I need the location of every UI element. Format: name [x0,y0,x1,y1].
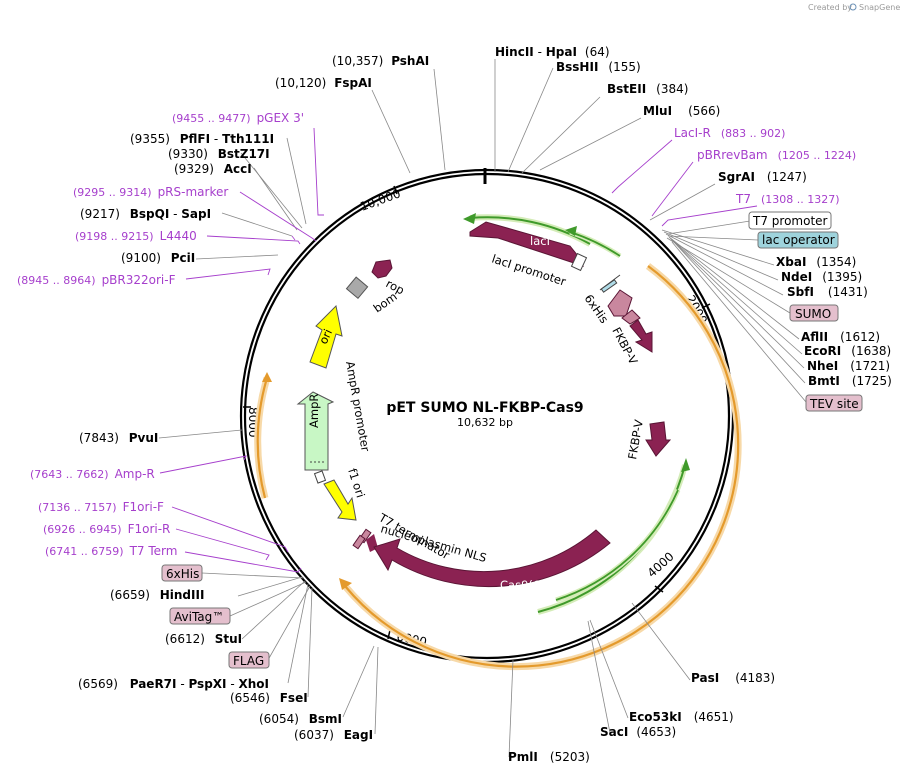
feature-ampr: AmpR AmpR promoter [296,360,373,484]
primer-labels: (9455 .. 9477)pGEX 3' (9295 .. 9314)pRS-… [17,111,856,558]
site-bmti: BmtI(1725) [808,374,892,388]
site-bsshii: BssHII(155) [556,60,641,74]
primer-laci-r: LacI-R(883 .. 902) [674,126,785,140]
primer-pbrrevbam: pBRrevBam(1205 .. 1224) [697,148,856,162]
box-tev: TEV site [671,241,863,412]
restriction-sites: (10,357) PshAI (10,120) FspAI HincII - H… [78,45,892,764]
site-pvui: (7843) PvuI [79,431,158,445]
credit-brand: SnapGene [859,3,900,12]
primer-amp-r: (7643 .. 7662)Amp-R [30,467,155,481]
site-bstz17i: (9330) BstZ17I [168,147,270,161]
site-pmli: PmlI(5203) [508,750,590,764]
primer-t7: T7(1308 .. 1327) [735,192,840,206]
site-aflii: AflII(1612) [801,330,880,344]
box-flag: FLAG [228,585,311,669]
snapgene-credit: Created by SnapGene [808,3,900,12]
plasmid-size: 10,632 bp [457,416,513,429]
site-sbfi: SbfI(1431) [787,285,868,299]
ori-label: ori [316,327,335,346]
svg-text:lac operator: lac operator [762,233,835,247]
snapgene-logo-icon [849,3,857,11]
site-paer7i-pspxi-xhoi: (6569) PaeR7I - PspXI - XhoI [78,677,269,691]
site-acci: (9329) AccI [174,162,252,176]
f1-ori-label: f1 ori [345,467,368,500]
ampr-promoter-label: AmpR promoter [343,360,373,453]
site-bspqi-sapi: (9217) BspQI - SapI [80,207,211,221]
site-hincii-hpai: HincII - HpaI(64) [495,45,610,59]
laci-label: lacI [530,234,550,248]
feature-ori: ori [309,304,343,369]
site-bsteii: BstEII(384) [607,82,688,96]
box-6xhis: 6xHis [161,564,305,582]
green-arcs [463,213,690,615]
site-pflfi-tth111i: (9355) PflFI - Tth111I [130,132,274,146]
fkbp-v2-label: FKBP-V [625,418,646,460]
primer-leaders [159,127,758,573]
box-sumo: SUMO [666,237,839,322]
site-mlui: MluI(566) [643,104,720,118]
primer-t7-term: (6741 .. 6759)T7 Term [45,544,177,558]
site-bsmi: (6054) BsmI [259,712,342,726]
site-stui: (6612) StuI [165,632,242,646]
primer-f1ori-r: (6926 .. 6945)F1ori-R [43,522,170,536]
site-sgrai: SgrAI(1247) [718,170,807,184]
site-nhei: NheI(1721) [807,359,890,373]
site-ndei: NdeI(1395) [781,270,862,284]
feature-sumo-his: 6xHis FKBP-V [582,274,653,367]
tick-4000: 4000 [645,549,677,580]
primer-pbr322ori-f: (8945 .. 8964)pBR322ori-F [17,273,176,287]
orf-arcs [254,263,742,671]
plasmid-name: pET SUMO NL-FKBP-Cas9 [386,400,583,416]
feature-nls-cas9: nucleoplasmin NLS Cas9(C) [366,521,611,592]
ampr-label: AmpR [307,394,321,428]
site-ecori: EcoRI(1638) [804,344,891,358]
svg-text:6xHis: 6xHis [166,567,199,581]
primer-l4440: (9198 .. 9215)L4440 [75,229,197,243]
site-xbai: XbaI(1354) [776,255,856,269]
site-hindiii: (6659) HindIII [110,588,204,602]
leader-lines [158,59,806,758]
primer-pgex3: (9455 .. 9477)pGEX 3' [172,111,304,125]
site-saci: SacI(4653) [600,725,676,739]
site-pasi: PasI(4183) [691,671,775,685]
cas9-label: Cas9(C) [500,578,545,592]
box-avitag: AviTag™ [169,581,307,625]
boxed-labels: T7 promoter lac operator SUMO TEV site 6… [161,211,863,669]
feature-rop-bom: rop bom [345,259,407,315]
credit-text: Created by [808,3,852,12]
primer-prs-marker: (9295 .. 9314)pRS-marker [73,185,228,199]
site-eco53ki: Eco53kI(4651) [629,710,734,724]
six-his-label: 6xHis [582,292,612,326]
svg-text:T7 promoter: T7 promoter [752,214,828,228]
box-t7-promoter: T7 promoter [667,211,832,235]
site-fsei: (6546) FseI [230,691,308,705]
feature-f1-ori: f1 ori [323,467,368,521]
box-lac-operator: lac operator [667,231,839,249]
svg-text:SUMO: SUMO [795,307,831,321]
primer-f1ori-f: (7136 .. 7157)F1ori-F [38,500,164,514]
svg-text:FLAG: FLAG [233,654,264,668]
site-fspai: (10,120) FspAI [275,76,372,90]
svg-text:AviTag™: AviTag™ [174,610,224,624]
site-pshai: (10,357) PshAI [332,54,429,68]
feature-fkbp-v2: FKBP-V [625,418,672,461]
svg-text:TEV site: TEV site [809,397,859,411]
tick-10000: 10,000 [358,186,402,214]
site-eagi: (6037) EagI [294,728,373,742]
site-pcii: (9100) PciI [121,251,195,265]
